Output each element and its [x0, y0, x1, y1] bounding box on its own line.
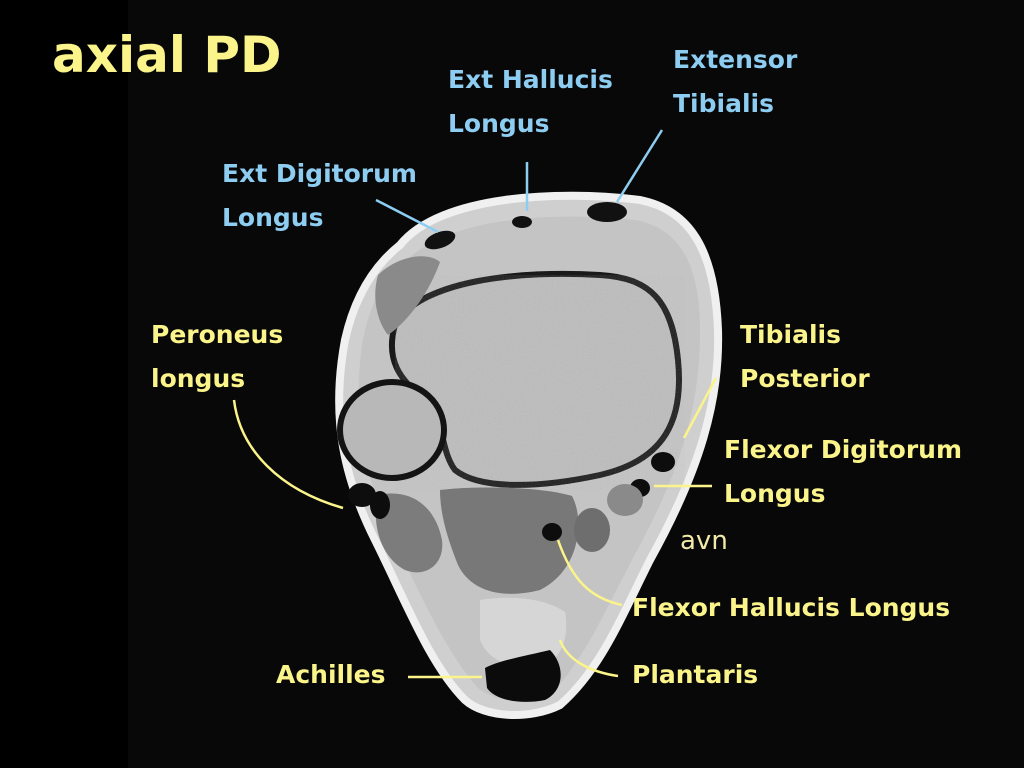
label-line: Longus [222, 203, 324, 232]
label-achilles: Achilles [276, 660, 386, 689]
label-avn: avn [680, 526, 728, 556]
label-line: Tibialis [740, 320, 841, 349]
label-line: Ext Digitorum [222, 159, 417, 188]
label-line: Peroneus [151, 320, 284, 349]
label-extensor-tibialis: Extensor Tibialis [673, 38, 797, 126]
label-line: Ext Hallucis [448, 65, 613, 94]
label-line: Longus [448, 109, 550, 138]
label-ext-hallucis-longus: Ext Hallucis Longus [448, 58, 613, 146]
label-line: Posterior [740, 364, 870, 393]
label-line: longus [151, 364, 246, 393]
label-line: Extensor [673, 45, 798, 74]
label-plantaris: Plantaris [632, 660, 759, 689]
label-line: Longus [724, 479, 826, 508]
label-flexor-digitorum-longus: Flexor Digitorum Longus [724, 428, 962, 516]
label-peroneus-longus: Peroneus longus [151, 313, 283, 401]
label-tibialis-posterior: Tibialis Posterior [740, 313, 870, 401]
label-ext-digitorum-longus: Ext Digitorum Longus [222, 152, 417, 240]
label-line: Tibialis [673, 89, 774, 118]
page-title: axial PD [52, 26, 282, 84]
label-flexor-hallucis-longus: Flexor Hallucis Longus [632, 593, 951, 622]
label-line: Flexor Digitorum [724, 435, 963, 464]
